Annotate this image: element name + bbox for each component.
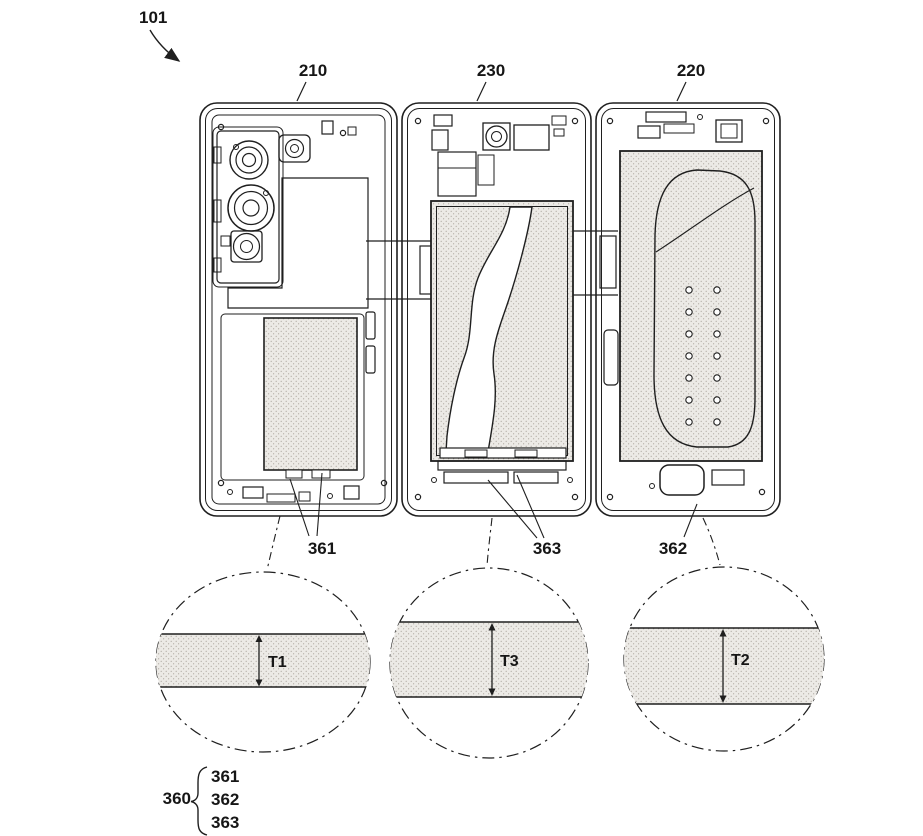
panel-label-230-leader bbox=[476, 81, 487, 102]
camera-lens-3 bbox=[232, 232, 261, 261]
callout-link-middle bbox=[486, 517, 493, 567]
panel-label-210-leader bbox=[296, 81, 307, 102]
battery-well bbox=[220, 313, 365, 481]
panel-label-210: 210 bbox=[299, 61, 327, 80]
device-outline-220 bbox=[595, 102, 781, 517]
cross-section-band-t2 bbox=[624, 628, 824, 704]
front-camera-lens bbox=[485, 125, 508, 148]
legend-group-label: 360 bbox=[163, 789, 191, 808]
callout-link-right bbox=[702, 517, 721, 566]
callout-link-left bbox=[266, 515, 281, 571]
figure-ref-label: 101 bbox=[139, 8, 167, 27]
thickness-arrow-t1 bbox=[255, 635, 263, 687]
device-panel-display-230 bbox=[401, 102, 592, 517]
adhesive-member-362 bbox=[619, 150, 763, 462]
front-camera-housing bbox=[482, 122, 511, 151]
side-key-1 bbox=[365, 311, 376, 340]
figure-ref-arrow bbox=[149, 29, 181, 62]
panel-labels: 210 230 220 bbox=[296, 61, 705, 102]
panel-label-230: 230 bbox=[477, 61, 505, 80]
legend-360: 360 361 362 363 bbox=[163, 766, 239, 836]
cross-section-band-t3 bbox=[390, 622, 588, 697]
speaker-module bbox=[659, 464, 705, 496]
panel-label-220-leader bbox=[676, 81, 687, 102]
legend-item-362: 362 bbox=[211, 790, 239, 809]
leader-361 bbox=[289, 472, 323, 537]
leader-363 bbox=[487, 474, 545, 539]
thickness-label-t1: T1 bbox=[268, 654, 287, 671]
camera-module bbox=[212, 126, 311, 288]
part-label-361: 361 bbox=[308, 539, 336, 558]
vent-holes bbox=[685, 286, 721, 426]
flash-module bbox=[278, 134, 311, 163]
device-panel-rear-210 bbox=[199, 102, 398, 517]
board-outline bbox=[227, 177, 369, 309]
thickness-label-t2: T2 bbox=[731, 652, 750, 669]
device-outline-230 bbox=[401, 102, 592, 517]
thickness-label-t3: T3 bbox=[500, 653, 519, 670]
legend-brace bbox=[190, 766, 208, 836]
panel-label-220: 220 bbox=[677, 61, 705, 80]
callout-t3: T3 bbox=[389, 567, 589, 759]
legend-item-363: 363 bbox=[211, 813, 239, 832]
figure-ref: 101 bbox=[139, 8, 181, 62]
leader-362 bbox=[683, 503, 698, 538]
callout-t2: T2 bbox=[623, 566, 825, 752]
device-outline-210 bbox=[199, 102, 398, 517]
legend-item-361: 361 bbox=[211, 767, 239, 786]
thickness-arrow-t2 bbox=[719, 629, 727, 703]
callout-t1: T1 bbox=[155, 571, 371, 753]
side-key-2 bbox=[365, 345, 376, 374]
thickness-arrow-t3 bbox=[488, 623, 496, 696]
cross-section-band-t1 bbox=[156, 634, 370, 687]
device-panel-front-220 bbox=[595, 102, 781, 517]
adhesive-member-361 bbox=[263, 317, 358, 471]
part-label-363: 363 bbox=[533, 539, 561, 558]
vapor-chamber-outline bbox=[653, 169, 756, 448]
camera-lens-1 bbox=[229, 140, 269, 180]
part-label-362: 362 bbox=[659, 539, 687, 558]
hinge-connector-left bbox=[366, 240, 437, 300]
